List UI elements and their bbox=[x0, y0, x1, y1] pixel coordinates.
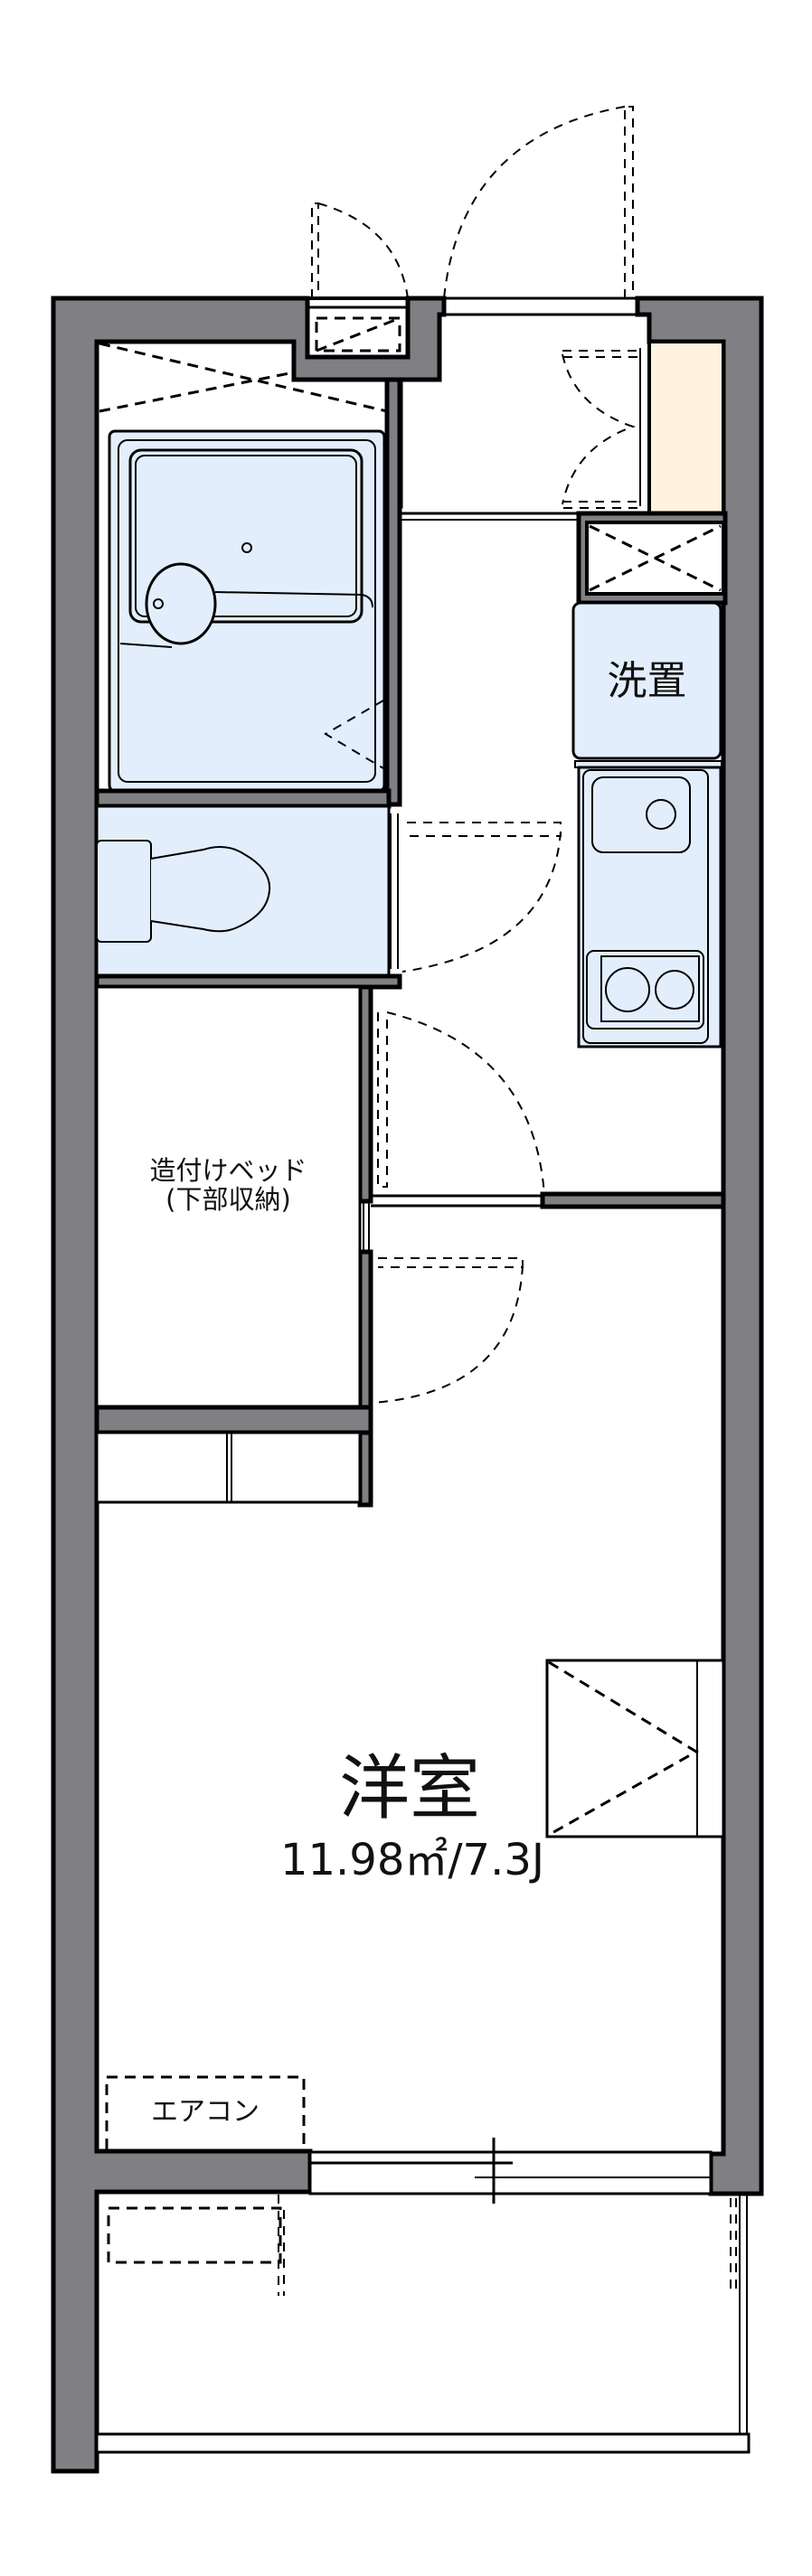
entrance-door-swing bbox=[443, 106, 634, 299]
entrance-threshold bbox=[442, 296, 639, 316]
built-in-bed-line1: 造付けベッド bbox=[149, 1155, 307, 1186]
balcony bbox=[95, 2194, 751, 2454]
air-conditioner bbox=[105, 2075, 306, 2153]
built-in-bed-label: 造付けベッド (下部収納) bbox=[97, 1155, 360, 1215]
kitchen-counter bbox=[574, 760, 722, 1048]
unit-bath bbox=[108, 429, 386, 793]
hall-door-swing bbox=[377, 1011, 545, 1196]
air-conditioner-label: エアコン bbox=[151, 2096, 260, 2128]
toilet-bottom-wall bbox=[94, 973, 402, 990]
meter-box bbox=[306, 296, 410, 359]
room-name: 洋室 bbox=[338, 1748, 480, 1829]
meter-box-door bbox=[311, 202, 409, 299]
stove-icon bbox=[586, 950, 704, 1029]
sink-icon bbox=[591, 776, 691, 853]
room-closet bbox=[545, 1659, 725, 1838]
room-area: 11.98㎡/7.3J bbox=[279, 1835, 545, 1885]
utility-closet bbox=[576, 511, 728, 606]
bath-partition-wall bbox=[384, 377, 402, 807]
washer-space bbox=[571, 601, 722, 760]
built-in-bed bbox=[95, 985, 362, 1409]
toilet-door-swing bbox=[401, 822, 562, 973]
bed-partition-wall bbox=[357, 984, 373, 1204]
sliding-window bbox=[308, 2138, 713, 2204]
bath-ceiling-hatch bbox=[99, 342, 388, 413]
bath-toilet-wall bbox=[94, 788, 392, 809]
outdoor-unit bbox=[107, 2206, 282, 2264]
hall-room-divider bbox=[371, 1191, 726, 1209]
washer-space-label: 洗置 bbox=[607, 658, 687, 704]
toilet-icon bbox=[150, 845, 271, 933]
toilet-room bbox=[95, 804, 399, 978]
shoe-cabinet bbox=[562, 340, 725, 515]
right-outer-wall bbox=[635, 296, 764, 2196]
room-door-swing bbox=[372, 1257, 524, 1404]
room-shelf bbox=[95, 1431, 362, 1504]
built-in-bed-line2: (下部収納) bbox=[165, 1183, 291, 1215]
